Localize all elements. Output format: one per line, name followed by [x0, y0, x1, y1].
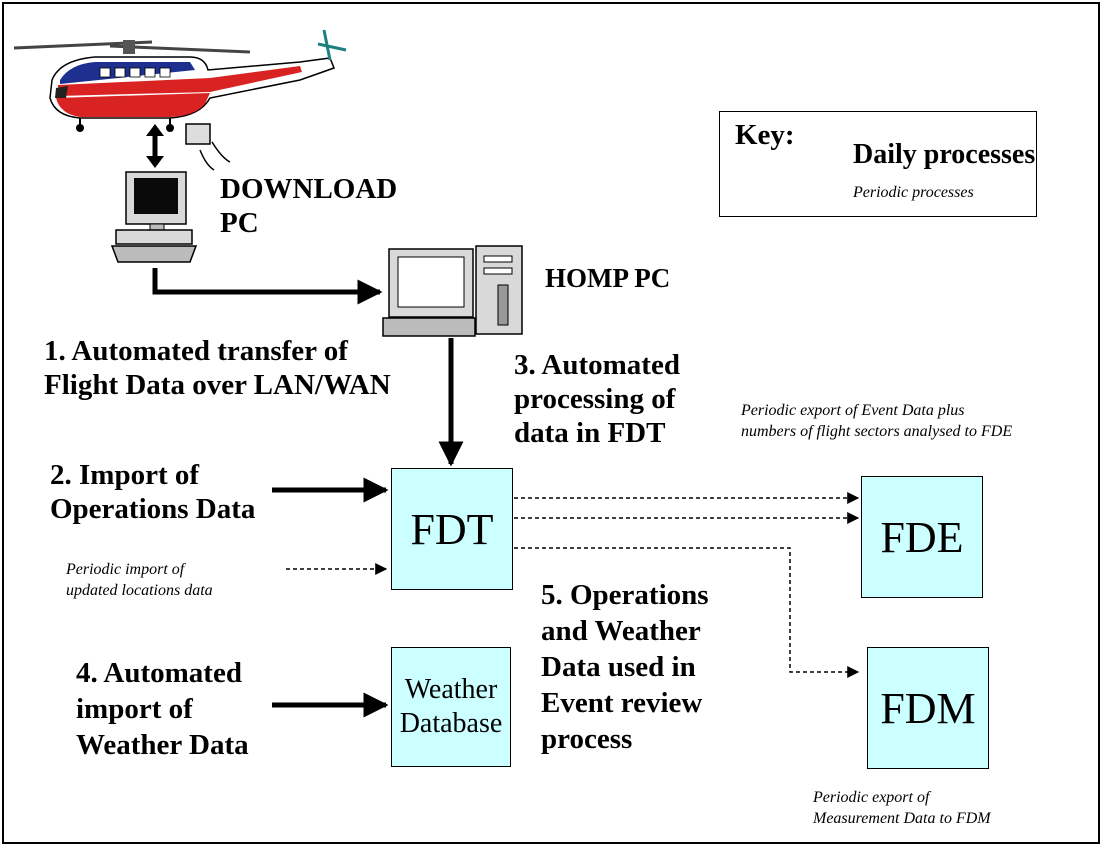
helicopter-icon: [13, 29, 347, 132]
homp-pc-label: HOMP PC: [545, 263, 671, 293]
dashed-arrow-fdt-to-fdm: [514, 547, 860, 678]
step4-label-line1: 4. Automated: [76, 657, 242, 689]
floppy-disk-icon: [185, 123, 231, 171]
key-daily-label: Daily processes: [853, 139, 1036, 170]
arrow-download-to-homp: [152, 268, 383, 305]
step4-label-line3: Weather Data: [76, 729, 249, 761]
download-pc-label-line2: PC: [220, 207, 259, 239]
step2-label-line2: Operations Data: [50, 493, 256, 525]
step1-label-line2: Flight Data over LAN/WAN: [44, 369, 391, 401]
transfer-double-arrow: [146, 124, 164, 168]
key-periodic-label: Periodic processes: [853, 184, 974, 201]
fdt-box: FDT: [391, 468, 513, 590]
fdm-label: FDM: [880, 683, 976, 733]
step3-label-line3: data in FDT: [514, 417, 666, 449]
periodic-import-line2: updated locations data: [66, 582, 213, 599]
step5-label-line2: and Weather: [541, 615, 701, 647]
periodic-export-fdm-line2: Measurement Data to FDM: [813, 810, 991, 827]
step2-label-line1: 2. Import of: [50, 459, 200, 491]
weather-label-line1: Weather: [404, 674, 498, 705]
step5-label-line1: 5. Operations: [541, 579, 709, 611]
step4-label-line2: import of: [76, 693, 193, 725]
weather-database-box: Weather Database: [391, 647, 511, 767]
step3-label-line1: 3. Automated: [514, 349, 680, 381]
fdm-box: FDM: [867, 647, 989, 769]
step1-label-line1: 1. Automated transfer of: [44, 335, 348, 367]
step5-label-line3: Data used in: [541, 651, 696, 683]
periodic-export-fde-line1: Periodic export of Event Data plus: [741, 402, 965, 419]
periodic-export-fdm-line1: Periodic export of: [813, 789, 930, 806]
periodic-export-fde-line2: numbers of flight sectors analysed to FD…: [741, 423, 1013, 440]
fdt-label: FDT: [410, 504, 494, 554]
step5-label-line4: Event review: [541, 687, 703, 719]
periodic-import-line1: Periodic import of: [66, 561, 185, 578]
homp-pc-icon: [382, 245, 523, 337]
fde-label: FDE: [880, 512, 964, 562]
step3-label-line2: processing of: [514, 383, 676, 415]
key-title: Key:: [735, 119, 795, 151]
download-pc-icon: [110, 171, 198, 263]
fde-box: FDE: [861, 476, 983, 598]
download-pc-label: DOWNLOAD: [220, 173, 398, 205]
key-legend: [719, 111, 1037, 217]
weather-label-line2: Database: [399, 708, 503, 739]
step5-label-line5: process: [541, 723, 633, 755]
